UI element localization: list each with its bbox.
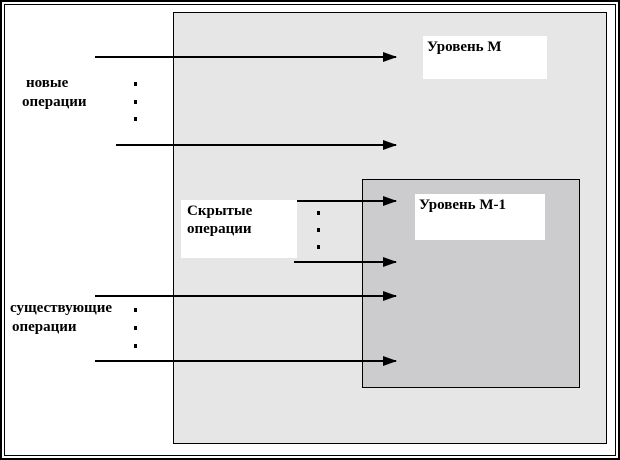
- level-m1-label: Уровень М-1: [419, 197, 506, 213]
- new-operations-line2: операции: [22, 94, 87, 110]
- ellipsis-dot: [134, 117, 137, 121]
- ellipsis-dot: [134, 308, 137, 312]
- ellipsis-dot: [317, 245, 320, 249]
- new-operations-label: новые операции: [22, 74, 122, 112]
- ellipsis-dot: [317, 228, 320, 232]
- ellipsis-dot: [134, 100, 137, 104]
- hidden-operations-label-box: Скрытые операции: [181, 200, 297, 258]
- level-m1-label-box: Уровень М-1: [415, 194, 545, 240]
- hidden-operations-line1: Скрытые: [187, 203, 253, 219]
- existing-operations-line1: существующие: [10, 300, 113, 316]
- existing-operations-label: существующие операции: [10, 299, 135, 337]
- ellipsis-dot: [134, 82, 137, 86]
- ellipsis-dot: [317, 211, 320, 215]
- existing-operations-line2: операции: [12, 319, 77, 335]
- new-operations-line1: новые: [26, 75, 69, 91]
- ellipsis-dot: [134, 326, 137, 330]
- inner-frame: [4, 4, 616, 456]
- ellipsis-dot: [134, 344, 137, 348]
- level-m-label: Уровень М: [427, 39, 502, 55]
- hidden-operations-line2: операции: [187, 221, 252, 237]
- level-m-label-box: Уровень М: [423, 36, 547, 79]
